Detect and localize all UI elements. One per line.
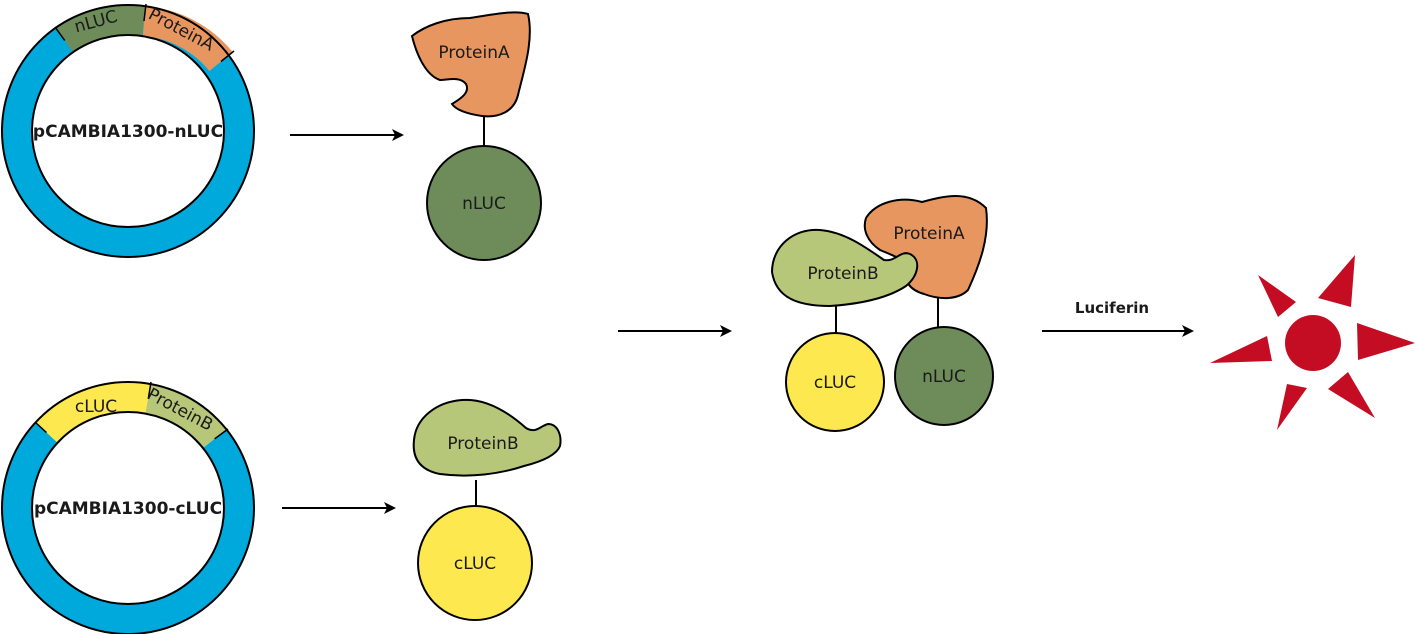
light-emission-icon <box>1210 255 1415 430</box>
fusion-bottom: ProteinB cLUC <box>412 398 562 621</box>
complex-proteinB-shape <box>770 228 919 308</box>
plasmid-bottom-proteinB-segment <box>145 384 227 449</box>
luciferin-label: Luciferin <box>1075 299 1149 317</box>
complex-proteinA-shape <box>863 195 988 300</box>
plasmid-top: nLUC ProteinA pCAMBIA1300-nLUC <box>1 3 255 258</box>
complex: ProteinA ProteinB cLUC nLUC <box>770 195 994 432</box>
plasmid-bottom: cLUC ProteinB pCAMBIA1300-cLUC <box>1 381 255 634</box>
light-ray-3 <box>1328 372 1375 418</box>
complex-proteinA-label: ProteinA <box>893 224 965 244</box>
fusion-bottom-protein-label: ProteinB <box>447 434 518 454</box>
light-ray-6 <box>1258 275 1296 317</box>
light-ray-2 <box>1357 323 1415 360</box>
complex-nluc-label: nLUC <box>922 367 966 387</box>
fusion-top: ProteinA nLUC <box>410 11 542 261</box>
fusion-bottom-luc-label: cLUC <box>454 554 496 574</box>
fusion-bottom-proteinB-shape <box>412 398 562 477</box>
plasmid-bottom-cluc-segment <box>35 382 152 444</box>
fusion-top-luc-label: nLUC <box>462 194 506 214</box>
complex-proteinB-label: ProteinB <box>807 264 878 284</box>
plasmid-bottom-seg1-label: cLUC <box>75 397 117 417</box>
fusion-top-protein-label: ProteinA <box>438 43 510 63</box>
plasmid-bottom-name: pCAMBIA1300-cLUC <box>34 499 222 519</box>
complex-cluc-label: cLUC <box>814 373 856 393</box>
plasmid-top-proteinA-segment <box>142 6 233 72</box>
fusion-top-nluc-circle <box>426 145 542 261</box>
plasmid-top-name: pCAMBIA1300-nLUC <box>33 122 223 142</box>
complex-nluc-circle <box>894 326 994 426</box>
light-core <box>1285 315 1341 371</box>
light-ray-5 <box>1210 336 1272 363</box>
fusion-top-proteinA-shape <box>410 11 531 118</box>
complex-cluc-circle <box>785 332 885 432</box>
plasmid-top-nluc-segment <box>56 5 147 53</box>
light-ray-4 <box>1277 384 1307 430</box>
fusion-bottom-cluc-circle <box>417 505 533 621</box>
light-ray-1 <box>1318 255 1355 307</box>
